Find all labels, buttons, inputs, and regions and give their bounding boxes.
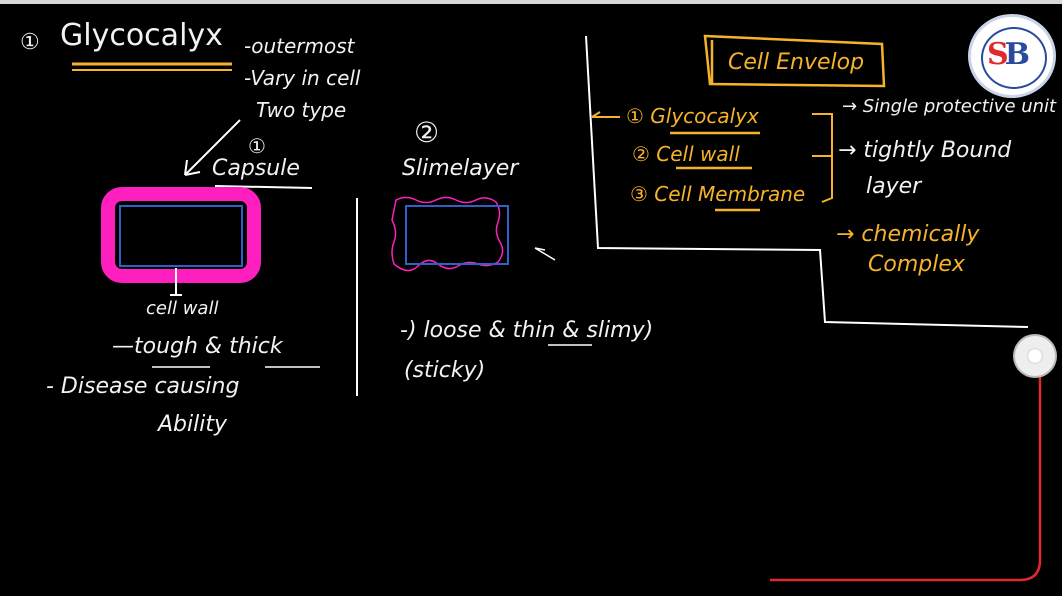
note-chemically: → chemically bbox=[836, 222, 980, 247]
envelope-item-cellwall: ② Cell wall bbox=[632, 142, 740, 166]
capsule-number: ① bbox=[248, 134, 266, 158]
note-complex: Complex bbox=[868, 252, 965, 277]
slime-desc-sticky: (sticky) bbox=[404, 358, 486, 383]
cell-wall-pointer bbox=[170, 268, 182, 296]
capsule-desc-ability: Ability bbox=[158, 412, 227, 437]
cell-wall-label: cell wall bbox=[146, 298, 219, 319]
envelope-item-membrane: ③ Cell Membrane bbox=[630, 182, 806, 206]
arrow-to-capsule bbox=[184, 119, 241, 176]
capsule-desc-tough: —tough & thick bbox=[112, 334, 283, 359]
capsule-desc-disease: - Disease causing bbox=[46, 374, 240, 399]
glycocalyx-title: Glycocalyx bbox=[60, 18, 223, 53]
slime-inner-cell bbox=[405, 205, 509, 265]
envelope-title: Cell Envelop bbox=[728, 50, 865, 75]
capsule-inner-cell bbox=[119, 205, 243, 267]
capsule-label: Capsule bbox=[212, 156, 300, 181]
envelope-frame bbox=[585, 35, 1029, 328]
top-bar bbox=[0, 0, 1062, 4]
drag-handle-knob[interactable] bbox=[1015, 336, 1055, 376]
slime-label: Slimelayer bbox=[402, 156, 519, 181]
note-two-type: Two type bbox=[256, 98, 347, 122]
capsule-shape bbox=[101, 187, 261, 283]
note-layer: layer bbox=[866, 174, 922, 199]
envelope-title-box bbox=[703, 34, 886, 88]
slime-layer-shape bbox=[391, 196, 504, 272]
note-single-protective: → Single protective unit bbox=[842, 96, 1057, 117]
sankalp-bharat-logo: SB bbox=[968, 14, 1056, 98]
note-tightly-bound: → tightly Bound bbox=[838, 138, 1012, 163]
envelope-left-arrow bbox=[591, 111, 620, 118]
note-outermost: -outermost bbox=[244, 34, 355, 58]
red-cord bbox=[770, 366, 1042, 582]
item-number: ① bbox=[20, 30, 40, 55]
slime-arrow bbox=[534, 247, 556, 261]
slime-desc-loose: -) loose & thin & slimy) bbox=[400, 318, 654, 343]
envelope-item-glycocalyx: ① Glycocalyx bbox=[626, 104, 759, 128]
envelope-bracket bbox=[812, 113, 833, 203]
capsule-underline bbox=[214, 185, 313, 189]
slime-number: ② bbox=[414, 116, 440, 149]
note-vary: -Vary in cell bbox=[244, 66, 361, 90]
